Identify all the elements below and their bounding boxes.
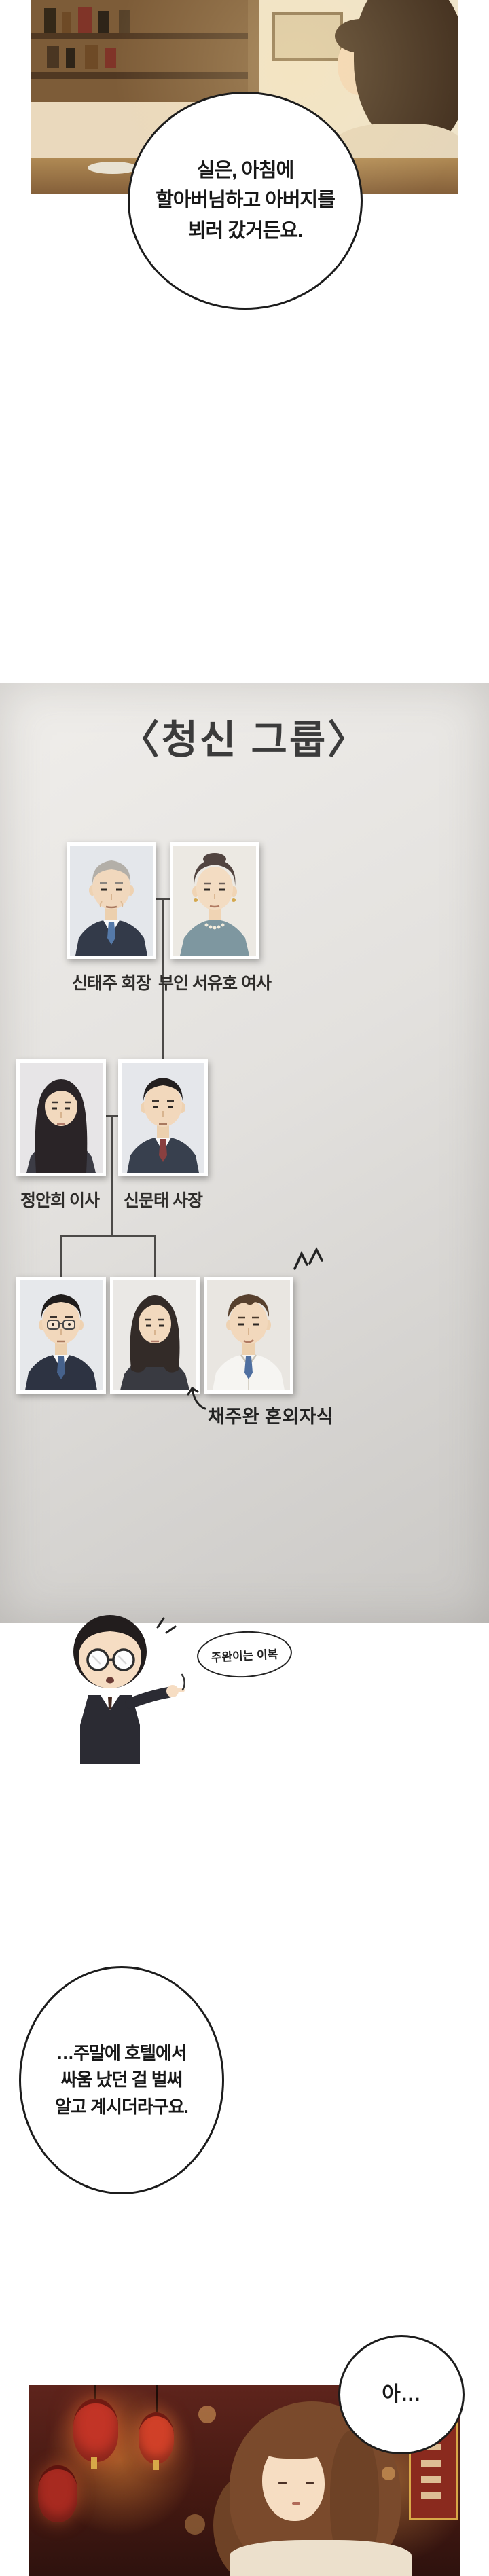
bottom-scene-panel [29, 2385, 460, 2576]
bubble-text-line: …주말에 호텔에서 [56, 2042, 187, 2063]
bottle [62, 12, 71, 33]
portrait-director-jeong-anhui [16, 1059, 106, 1176]
woman-bangs [335, 19, 386, 53]
bottle [47, 46, 59, 68]
lantern-tassel [91, 2457, 97, 2469]
bottle [119, 10, 130, 33]
dish [88, 162, 138, 174]
tree-label-chairman: 신태주 회장 [72, 974, 151, 993]
surprise-sparkle-icon [293, 1247, 323, 1270]
bottle [105, 48, 116, 68]
chibi-note-bubble: 주완이는 이복 [196, 1629, 293, 1680]
bottle [66, 48, 75, 68]
portrait-photo [207, 1280, 290, 1390]
bottle [78, 7, 92, 33]
illegitimate-child-label: 채주완 혼외자식 [208, 1407, 334, 1427]
woman-eye [278, 2482, 287, 2484]
portrait-photo [20, 1063, 103, 1173]
bubble-text-line: 할아버님하고 아버지를 [156, 189, 336, 212]
bokeh-light [382, 2467, 395, 2480]
lantern [38, 2465, 77, 2522]
tree-connector-drop-gen1 [162, 898, 164, 1059]
portrait-photo [173, 846, 256, 956]
speech-bubble-3: 아… [338, 2335, 465, 2454]
portrait-eldest-son [16, 1277, 106, 1394]
lantern-string [94, 2385, 96, 2400]
portrait-chae-juwan [204, 1277, 293, 1394]
tree-connector-to-son1 [60, 1235, 62, 1277]
family-tree-title: 〈청신 그룹〉 [120, 718, 369, 762]
menu-board [272, 12, 343, 61]
hand-drawn-arrow-icon [187, 1387, 206, 1410]
bubble-text-line: 알고 계시더라구요. [55, 2096, 189, 2117]
bottle [85, 45, 98, 69]
bubble-text-line: 아… [382, 2383, 421, 2406]
bokeh-light [185, 2514, 205, 2535]
woman-mouth [292, 2502, 300, 2505]
top-scene-panel [31, 0, 458, 194]
tree-connector-branch [60, 1235, 156, 1237]
lantern-string [156, 2385, 158, 2414]
tree-label-president: 신문태 사장 [124, 1191, 203, 1210]
speech-bubble-2: …주말에 호텔에서 싸움 났던 걸 벌써 알고 계시더라구요. [19, 1966, 224, 2194]
bottle [44, 8, 56, 33]
portrait-photo [122, 1063, 204, 1173]
portrait-madam-seo-yuho [170, 842, 259, 959]
woman-shoulders [230, 2540, 412, 2576]
tree-label-director: 정안희 이사 [20, 1191, 100, 1210]
portrait-photo [113, 1280, 196, 1390]
chibi-narrator [73, 1615, 185, 1764]
lantern [73, 2399, 118, 2462]
tree-label-madam: 부인 서유호 여사 [158, 974, 272, 993]
portrait-chairman-shin-taeju [67, 842, 156, 959]
tree-connector-to-daughter [154, 1235, 156, 1277]
portrait-president-shin-munte [118, 1059, 208, 1176]
woman-eye [306, 2482, 314, 2484]
bubble-text-line: 뵈러 갔거든요. [187, 219, 303, 242]
woman-bangs [253, 2416, 337, 2459]
portrait-photo [70, 846, 153, 956]
bokeh-light [198, 2406, 216, 2423]
portrait-photo [20, 1280, 103, 1390]
lantern [139, 2412, 174, 2464]
bubble-text-line: 싸움 났던 걸 벌써 [60, 2069, 183, 2090]
speech-bubble-1: 실은, 아침에 할아버님하고 아버지를 뵈러 갔거든요. [128, 92, 363, 310]
lantern-tassel [153, 2460, 159, 2470]
tree-connector-drop-gen2 [111, 1115, 113, 1235]
chibi-note-text: 주완이는 이복 [211, 1647, 278, 1665]
bubble-text-line: 실은, 아침에 [196, 160, 295, 182]
portrait-daughter [110, 1277, 200, 1394]
bottle [98, 11, 109, 33]
